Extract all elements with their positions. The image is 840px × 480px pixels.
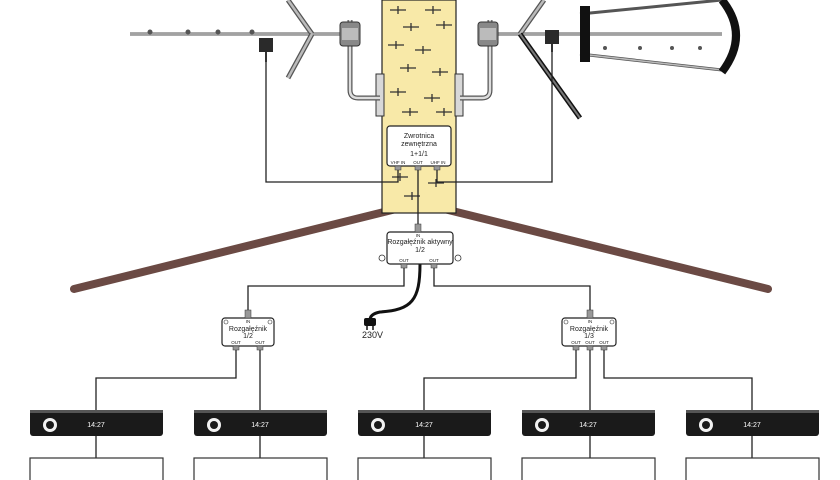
active-splitter-port-out-2: OUT <box>429 258 439 263</box>
right-splitter-port-out-2: OUT <box>585 340 595 345</box>
right-splitter-port-in: IN <box>588 319 593 324</box>
receiver-4-time: 14:27 <box>579 422 597 429</box>
receiver-1: 14:27 <box>30 410 163 436</box>
active-splitter-title: Rozgałęźnik aktywny <box>387 239 453 246</box>
mast-clamps <box>347 20 493 117</box>
tv-3 <box>357 457 492 480</box>
receiver-5: 14:27 <box>686 410 819 436</box>
cables <box>95 52 753 458</box>
left-splitter-port-in: IN <box>246 319 251 324</box>
right-splitter-port-out-3: OUT <box>599 340 609 345</box>
receiver-4: 14:27 <box>522 410 655 436</box>
left-splitter-port-out-1: OUT <box>231 340 241 345</box>
receiver-2-time: 14:27 <box>251 422 269 429</box>
left-splitter-port-out-2: OUT <box>255 340 265 345</box>
diplexer-port-out: OUT <box>413 160 423 165</box>
active-splitter-port-out-1: OUT <box>399 258 409 263</box>
diplexer-ratio: 1+1/1 <box>410 151 428 158</box>
tv-5 <box>685 457 820 480</box>
receiver-5-time: 14:27 <box>743 422 761 429</box>
diplexer-port-vhf: VHF IN <box>391 160 406 165</box>
diplexer-title-line1: Zwrotnica <box>404 133 434 140</box>
active-splitter: IN Rozgałęźnik aktywny 1/2 OUT OUT <box>378 223 462 269</box>
active-splitter-ratio: 1/2 <box>415 247 425 254</box>
right-splitter-ratio: 1/3 <box>584 333 594 340</box>
receiver-3: 14:27 <box>358 410 491 436</box>
right-splitter: IN Rozgałęźnik 1/3 OUT OUT OUT <box>561 309 617 351</box>
right-splitter-title: Rozgałęźnik <box>570 326 609 333</box>
tv-2 <box>193 457 328 480</box>
active-splitter-port-in: IN <box>416 233 421 238</box>
right-splitter-port-out-1: OUT <box>571 340 581 345</box>
left-splitter-title: Rozgałęźnik <box>229 326 268 333</box>
power-cord: 230V <box>362 263 422 340</box>
receiver-2: 14:27 <box>194 410 327 436</box>
diplexer: Zwrotnica zewnętrzna 1+1/1 VHF IN OUT UH… <box>386 125 452 171</box>
tv-1 <box>29 457 164 480</box>
uhf-antenna <box>477 0 740 120</box>
left-splitter-ratio: 1/2 <box>243 333 253 340</box>
receiver-1-time: 14:27 <box>87 422 105 429</box>
left-splitter: IN Rozgałęźnik 1/2 OUT OUT <box>221 309 275 351</box>
power-label: 230V <box>362 330 383 340</box>
chimney <box>381 0 457 214</box>
receiver-3-time: 14:27 <box>415 422 433 429</box>
vhf-antenna <box>130 0 361 80</box>
diplexer-port-uhf: UHF IN <box>431 160 446 165</box>
tv-4 <box>521 457 656 480</box>
diplexer-title-line2: zewnętrzna <box>401 141 437 148</box>
